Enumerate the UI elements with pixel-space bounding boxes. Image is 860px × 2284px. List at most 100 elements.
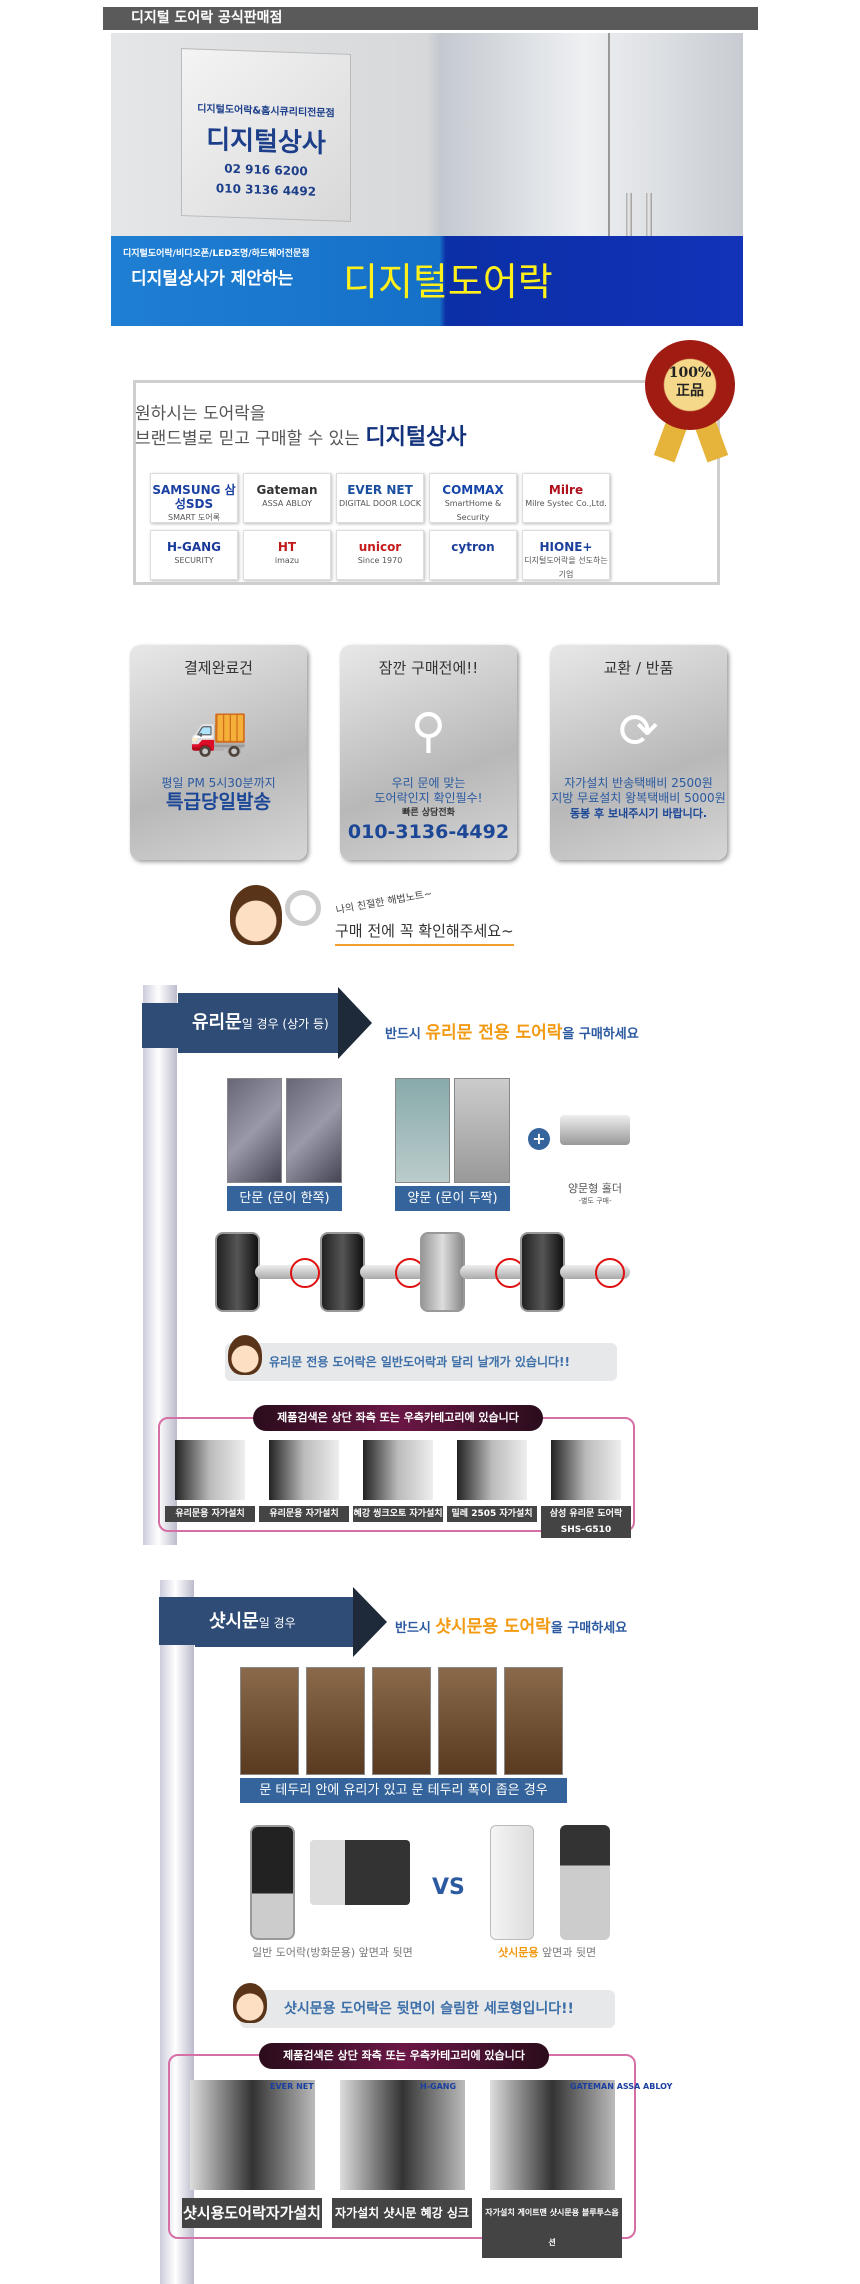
brand-logo-h-gang[interactable]: H-GANG SECURITY: [150, 530, 238, 580]
brand-sub: 디지털도어락을 선도하는 기업: [524, 556, 608, 579]
brand-heading: 원하시는 도어락을 브랜드별로 믿고 구매할 수 있는 디지털상사: [135, 404, 467, 450]
brand-name: HT: [277, 540, 297, 554]
card-line: 평일 PM 5시30분까지: [161, 776, 276, 790]
magnifier-icon: [285, 890, 321, 926]
search-note: 제품검색은 상단 좌측 또는 우측카테고리에 있습니다: [259, 2043, 549, 2069]
glass-door-lock: [420, 1232, 465, 1312]
product-image[interactable]: [269, 1440, 339, 1500]
product-image[interactable]: [490, 2080, 615, 2190]
sash-door-photo: [504, 1667, 563, 1775]
brand-sub: SECURITY: [174, 556, 214, 565]
glass-door-lock: [520, 1232, 565, 1312]
brand-logo-cytron[interactable]: cytron: [429, 530, 517, 580]
double-door-label: 양문 (문이 두짝): [395, 1186, 510, 1211]
hero-banner: 디지털도어락&홈시큐리티전문점 디지털상사 02 916 6200 010 31…: [111, 33, 743, 326]
card-line: 우리 문에 맞는: [391, 776, 466, 790]
product-brand: H-GANG: [420, 2082, 457, 2091]
product-caption[interactable]: 자가설치 게이트맨 샷시문용 블루투스옵션: [482, 2198, 622, 2258]
product-caption[interactable]: 자가설치 샷시문 혜강 싱크: [332, 2198, 472, 2228]
product-image[interactable]: [175, 1440, 245, 1500]
glass-door-lock: [320, 1232, 365, 1312]
glass-door-sign: 유리문일 경우 (상가 등): [178, 993, 338, 1053]
standard-lock-caption: 일반 도어락(방화문용) 앞면과 뒷면: [252, 1946, 413, 1959]
sash-requirement: 반드시 샷시문용 도어락을 구매하세요: [395, 1617, 628, 1637]
refresh-icon: ⟳: [618, 703, 659, 759]
brand-logo-commax[interactable]: COMMAX SmartHome & Security: [429, 473, 517, 523]
brand-sub: DIGITAL DOOR LOCK: [339, 499, 421, 508]
arrow-icon: [353, 1587, 387, 1657]
card-highlight: 010-3136-4492: [347, 821, 510, 843]
vs-label: VS: [432, 1875, 465, 1900]
product-image[interactable]: [551, 1440, 621, 1500]
pole-band: [142, 1003, 178, 1048]
sash-door-photo: [240, 1667, 299, 1775]
brand-sub: ASSA ABLOY: [262, 499, 312, 508]
signpost-pole: [160, 1580, 194, 2284]
genuine-seal: 100%正品: [645, 340, 735, 430]
card-line: 자가설치 반송택배비 2500원: [564, 776, 713, 790]
sash-lock-back: [560, 1825, 610, 1940]
product-image[interactable]: [457, 1440, 527, 1500]
card-line: 지방 무료설치 왕복택배비 5000원: [551, 791, 726, 805]
store-sign: 디지털도어락&홈시큐리티전문점 디지털상사 02 916 6200 010 31…: [181, 48, 351, 222]
signpost-pole: [143, 985, 177, 1545]
product-caption[interactable]: 삼성 유리문 도어락 SHS-G510: [541, 1506, 631, 1538]
notice-main: 구매 전에 꼭 확인해주세요~: [335, 920, 514, 946]
product-caption[interactable]: 유리문용 자가설치: [259, 1506, 349, 1522]
product-image[interactable]: [340, 2080, 465, 2190]
brand-name: unicor: [358, 540, 402, 554]
brand-name: Milre: [548, 483, 584, 497]
brand-logo-ht[interactable]: HT imazu: [243, 530, 331, 580]
double-door-photo: [454, 1078, 510, 1183]
brand-sub: Milre Systec Co.,Ltd.: [525, 499, 607, 508]
brand-name: HIONE+: [539, 540, 593, 554]
sash-tip: 샷시문용 도어락은 뒷면이 슬림한 세로형입니다!!: [240, 1990, 615, 2028]
plus-icon: +: [528, 1128, 550, 1150]
brand-sub: imazu: [274, 556, 300, 565]
sash-lock-caption: 샷시문용 앞면과 뒷면: [498, 1946, 597, 1959]
card-line-small: 빠른 상담전화: [402, 808, 455, 818]
brand-name: H-GANG: [166, 540, 222, 554]
mascot-face: [230, 885, 282, 945]
product-caption[interactable]: 유리문용 자가설치: [165, 1506, 255, 1522]
product-brand: GATEMAN ASSA ABLOY: [570, 2082, 673, 2091]
product-caption[interactable]: 혜강 씽크오토 자가설치: [353, 1506, 443, 1522]
truck-icon: 🚚: [188, 703, 249, 759]
sash-door-photo: [306, 1667, 365, 1775]
glass-door-lock: [215, 1232, 260, 1312]
product-image[interactable]: [363, 1440, 433, 1500]
brand-logo-samsung-sds[interactable]: SAMSUNG 삼성SDS SMART 도어록: [150, 473, 238, 523]
sash-door-photo: [372, 1667, 431, 1775]
card-title: 교환 / 반품: [603, 659, 674, 677]
double-door-holder: [560, 1115, 630, 1145]
card-highlight: 동봉 후 보내주시기 바랍니다.: [569, 807, 708, 820]
card-line: 도어락인지 확인필수!: [374, 791, 483, 805]
holder-caption: 양문형 홀더-별도 구매-: [567, 1182, 623, 1205]
brand-logo-hione-[interactable]: HIONE+ 디지털도어락을 선도하는 기업: [522, 530, 610, 580]
product-brand: EVER NET: [270, 2082, 314, 2091]
glass-tip: 유리문 전용 도어락은 일반도어락과 달리 날개가 있습니다!!: [225, 1343, 617, 1381]
product-caption[interactable]: 샷시용도어락자가설치: [182, 2198, 322, 2228]
double-door-photo: [395, 1078, 450, 1183]
brand-name: SAMSUNG 삼성SDS: [152, 483, 236, 511]
product-caption[interactable]: 밀레 2505 자가설치: [447, 1506, 537, 1522]
brand-sub: SMART 도어록: [168, 513, 220, 522]
card-title: 잠깐 구매전에!!: [378, 659, 479, 677]
standard-lock-back: [310, 1840, 410, 1905]
glass-edge: [608, 33, 610, 326]
mascot-icon: [228, 1335, 262, 1375]
brand-name: COMMAX: [442, 483, 504, 497]
page-header: 디지털 도어락 공식판매점: [103, 7, 758, 30]
mascot-icon: [233, 1983, 267, 2023]
product-image[interactable]: [190, 2080, 315, 2190]
brand-sub: SmartHome & Security: [444, 499, 502, 522]
highlight-circle: [290, 1258, 320, 1288]
single-door-photo: [227, 1078, 282, 1183]
highlight-circle: [595, 1258, 625, 1288]
